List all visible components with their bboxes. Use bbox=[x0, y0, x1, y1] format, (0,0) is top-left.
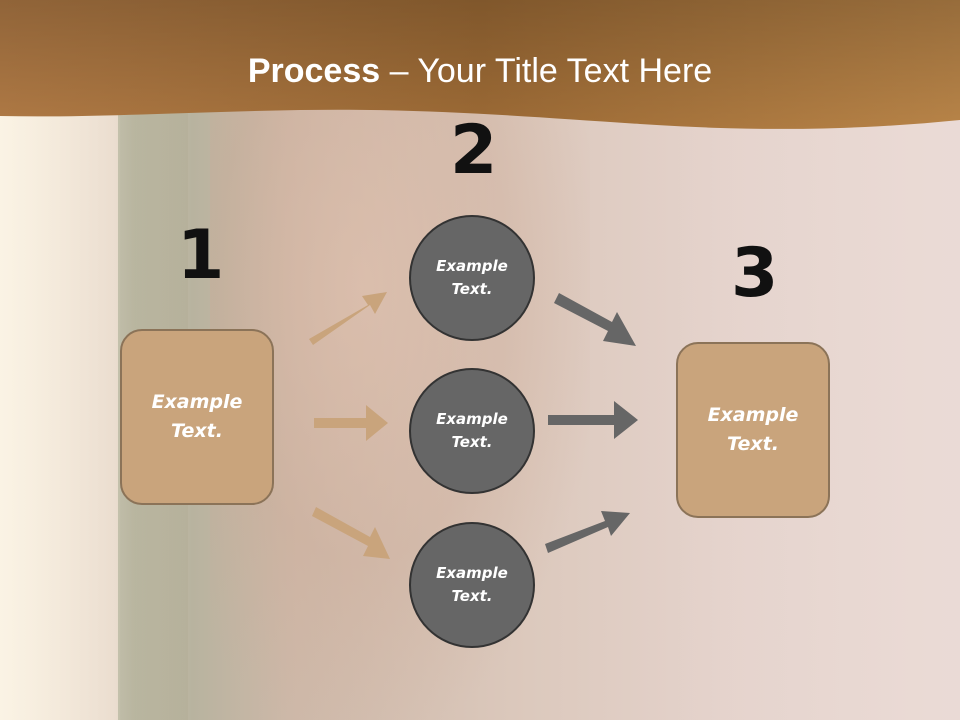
step-1-box: Example Text. bbox=[120, 329, 274, 505]
arrow-2a-to-3 bbox=[554, 293, 636, 346]
step-number-3: 3 bbox=[731, 234, 779, 313]
step-2-circle-middle: Example Text. bbox=[409, 368, 535, 494]
step-1-label: Example Text. bbox=[151, 391, 243, 442]
slide-title: Process – Your Title Text Here bbox=[0, 52, 960, 91]
step-3-label: Example Text. bbox=[707, 404, 799, 455]
gray-arrows bbox=[545, 293, 638, 553]
arrow-1-to-2b bbox=[314, 405, 388, 441]
step-2-label-middle: Example Text. bbox=[436, 410, 508, 451]
step-2-circle-bottom: Example Text. bbox=[409, 522, 535, 648]
step-2-label-top: Example Text. bbox=[436, 257, 508, 298]
arrow-1-to-2a bbox=[309, 292, 387, 345]
arrow-2c-to-3 bbox=[545, 511, 630, 553]
title-rest: – Your Title Text Here bbox=[380, 52, 713, 90]
header-banner bbox=[0, 0, 960, 129]
arrow-1-to-2c bbox=[312, 507, 390, 559]
window-light bbox=[0, 100, 120, 720]
step-2-label-bottom: Example Text. bbox=[436, 564, 508, 605]
step-number-1: 1 bbox=[177, 216, 225, 295]
step-2-circle-top: Example Text. bbox=[409, 215, 535, 341]
tan-arrows bbox=[309, 292, 390, 559]
arrow-2b-to-3 bbox=[548, 401, 638, 439]
step-number-2: 2 bbox=[450, 111, 498, 190]
step-3-box: Example Text. bbox=[676, 342, 830, 518]
title-bold: Process bbox=[247, 52, 381, 90]
